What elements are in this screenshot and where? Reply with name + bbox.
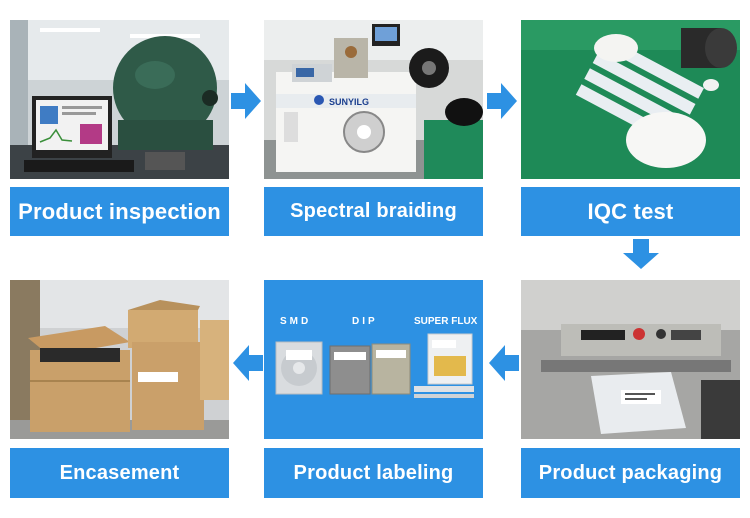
arrow-icon [489, 345, 519, 381]
arrow-icon [231, 83, 261, 119]
product-inspection-photo [10, 20, 229, 179]
iqc-test-photo [521, 20, 740, 179]
encasement-label: Encasement [10, 448, 229, 498]
machine-brand-text: SUNYILG [329, 97, 369, 107]
arrow-icon [233, 345, 263, 381]
dip-label: DIP [352, 316, 378, 327]
spectral-braiding-photo: SUNYILG [264, 20, 483, 179]
spectral-braiding-label: Spectral braiding [264, 187, 483, 236]
super-flux-label: SUPER FLUX [414, 316, 478, 327]
product-labeling-photo: SMD DIP SUPER FLUX [264, 280, 483, 439]
smd-label: SMD [280, 316, 311, 327]
encasement-photo [10, 280, 229, 439]
product-packaging-photo [521, 280, 740, 439]
product-packaging-label: Product packaging [521, 448, 740, 498]
product-labeling-label: Product labeling [264, 448, 483, 498]
product-inspection-label: Product inspection [10, 187, 229, 236]
arrow-icon [623, 239, 659, 269]
iqc-test-label: IQC test [521, 187, 740, 236]
arrow-icon [487, 83, 517, 119]
